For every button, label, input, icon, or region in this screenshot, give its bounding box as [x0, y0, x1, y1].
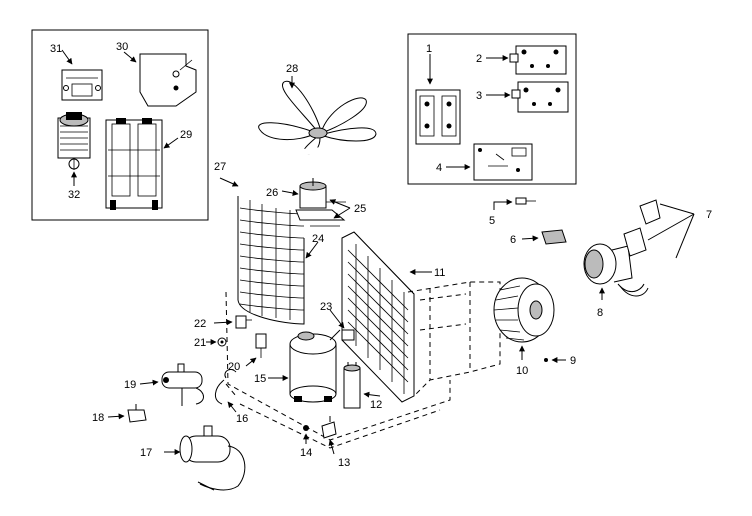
label-28: 28 [286, 63, 298, 75]
part-6-filter-pad: 6 [510, 229, 567, 246]
part-17-accumulator: 17 [140, 425, 246, 491]
label-12: 12 [370, 399, 382, 411]
label-29: 29 [180, 129, 192, 141]
label-13: 13 [338, 457, 350, 469]
part-4-control-board [473, 143, 533, 181]
part-18-bracket: 18 [92, 404, 147, 424]
label-20: 20 [228, 361, 240, 373]
base-pan [225, 291, 451, 449]
part-28-fan-blade: 28 [258, 63, 377, 155]
part-21-fitting: 21 [194, 337, 227, 349]
label-23: 23 [320, 301, 332, 313]
label-25: 25 [354, 203, 366, 215]
inset-box-left: 31 30 29 32 [31, 29, 209, 221]
part-3-board [511, 81, 569, 113]
part-2-board [509, 45, 567, 75]
part-15-compressor: 15 [254, 329, 341, 403]
label-31: 31 [50, 43, 62, 55]
part-7-motor-mount: 7 [623, 199, 712, 259]
label-30: 30 [116, 41, 128, 53]
label-5: 5 [489, 215, 495, 227]
label-3: 3 [476, 90, 482, 102]
part-12-capacitor: 12 [343, 362, 382, 411]
inset-box-right: 1 2 3 4 [407, 33, 577, 185]
part-29-relay-assembly [105, 118, 163, 210]
label-14: 14 [300, 447, 312, 459]
label-1: 1 [426, 43, 432, 55]
label-19: 19 [124, 379, 136, 391]
part-26-fan-motor: 26 [266, 178, 346, 221]
part-30-bracket [139, 53, 197, 107]
label-7: 7 [706, 209, 712, 221]
label-24: 24 [312, 233, 324, 245]
label-22: 22 [194, 318, 206, 330]
part-22-fitting: 22 [194, 315, 252, 330]
label-6: 6 [510, 234, 516, 246]
label-4: 4 [436, 162, 442, 174]
label-2: 2 [476, 53, 482, 65]
label-16: 16 [236, 413, 248, 425]
part-23-valve: 23 [320, 301, 355, 341]
part-32-transformer [57, 112, 91, 170]
part-25-motor-mount: 25 [329, 199, 366, 219]
label-17: 17 [140, 447, 152, 459]
label-32: 32 [68, 189, 80, 201]
part-24-tube: 24 [305, 233, 324, 259]
part-9-screw: 9 [544, 355, 576, 367]
label-8: 8 [597, 307, 603, 319]
part-1-contactor [415, 89, 461, 145]
label-15: 15 [254, 373, 266, 385]
part-20-filter-drier: 20 [228, 333, 267, 373]
part-31-contactor [61, 69, 103, 101]
part-19-reversing-valve: 19 [124, 363, 204, 406]
label-21: 21 [194, 337, 206, 349]
label-18: 18 [92, 412, 104, 424]
part-11-heat-exchanger: 11 [341, 231, 445, 403]
part-13-valve: 13 [321, 416, 350, 469]
part-14-valve: 14 [300, 425, 312, 459]
part-8-blower-motor: 8 [583, 243, 649, 319]
part-27-condenser-coil: 27 [214, 146, 395, 325]
label-27: 27 [214, 161, 226, 173]
label-9: 9 [570, 355, 576, 367]
label-11: 11 [434, 267, 445, 279]
part-10-blower-wheel: 10 [493, 277, 555, 377]
blower-housing [407, 281, 501, 397]
part-16-wire: 16 [215, 369, 248, 425]
label-10: 10 [516, 365, 528, 377]
label-26: 26 [266, 187, 278, 199]
part-5-sensor: 5 [489, 197, 536, 227]
